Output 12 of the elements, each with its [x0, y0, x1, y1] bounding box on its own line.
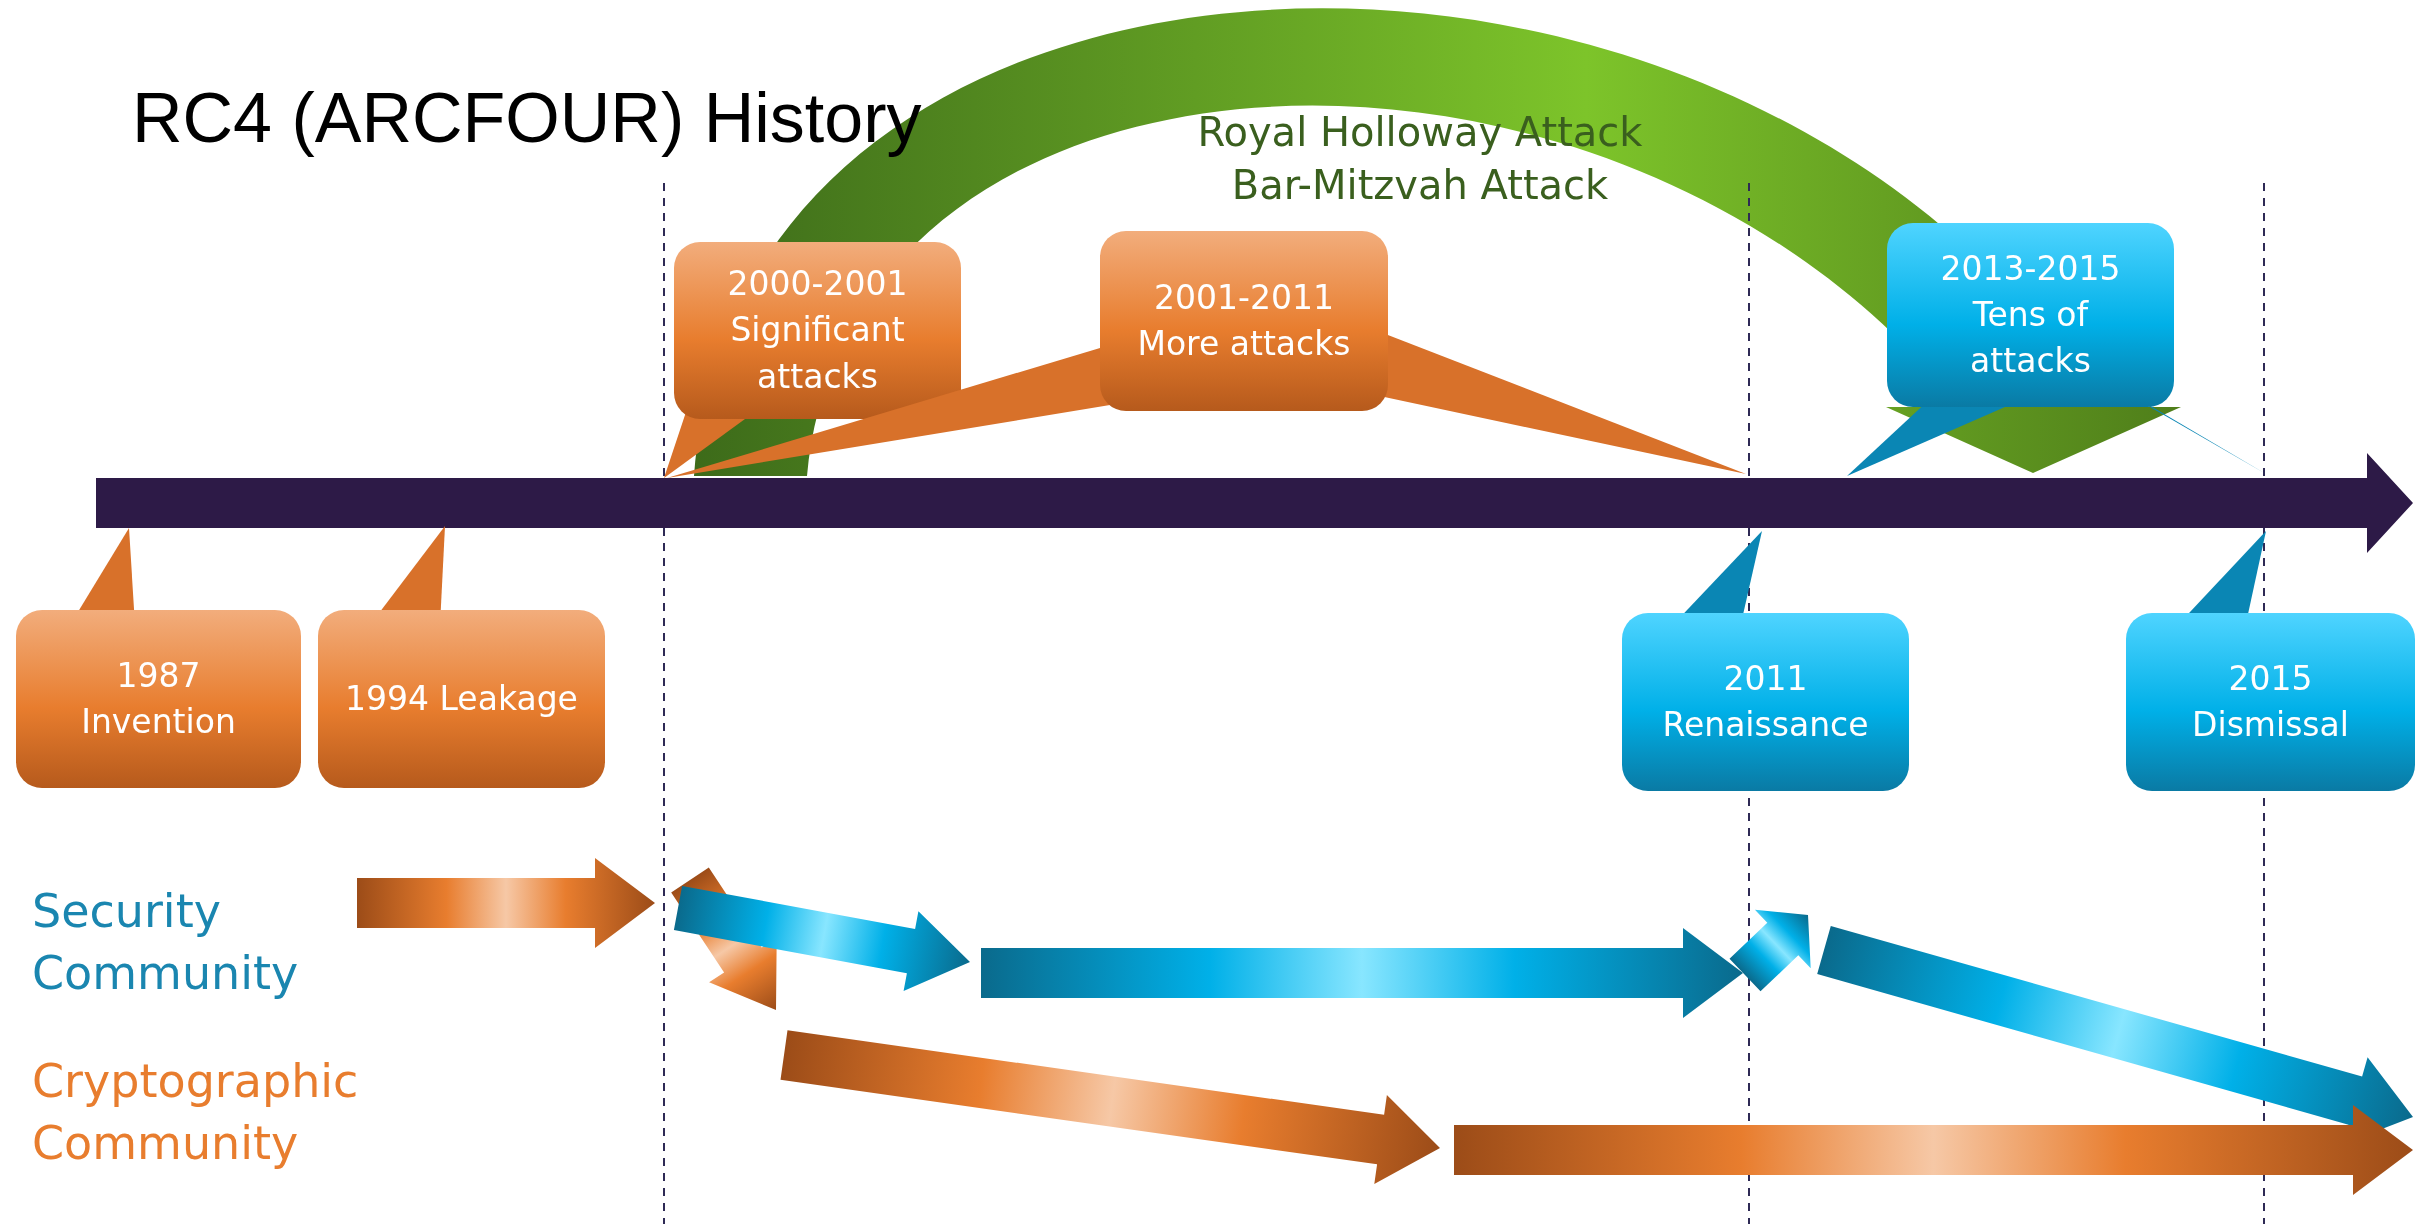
callout-text: 1994 Leakage — [345, 677, 578, 720]
callout-text: 2001-2011 More attacks — [1136, 276, 1352, 365]
row-label: Cryptographic Community — [32, 1053, 360, 1173]
arrow-label: Bar-Mitzvah Attack — [1231, 161, 1609, 210]
callout-text: 2013-2015 Tens of attacks — [1939, 247, 2122, 383]
callout-text: 1987 Invention — [80, 654, 237, 743]
callout-text: 2011 Renaissance — [1661, 657, 1870, 746]
title: RC4 (ARCFOUR) History — [132, 78, 922, 158]
callout-text: 2015 Dismissal — [2191, 657, 2350, 746]
row-label: Security Community — [32, 883, 300, 1003]
callout-text: 2000-2001 Significant attacks — [726, 263, 909, 398]
arrow-label: Royal Holloway Attack — [1197, 108, 1643, 157]
